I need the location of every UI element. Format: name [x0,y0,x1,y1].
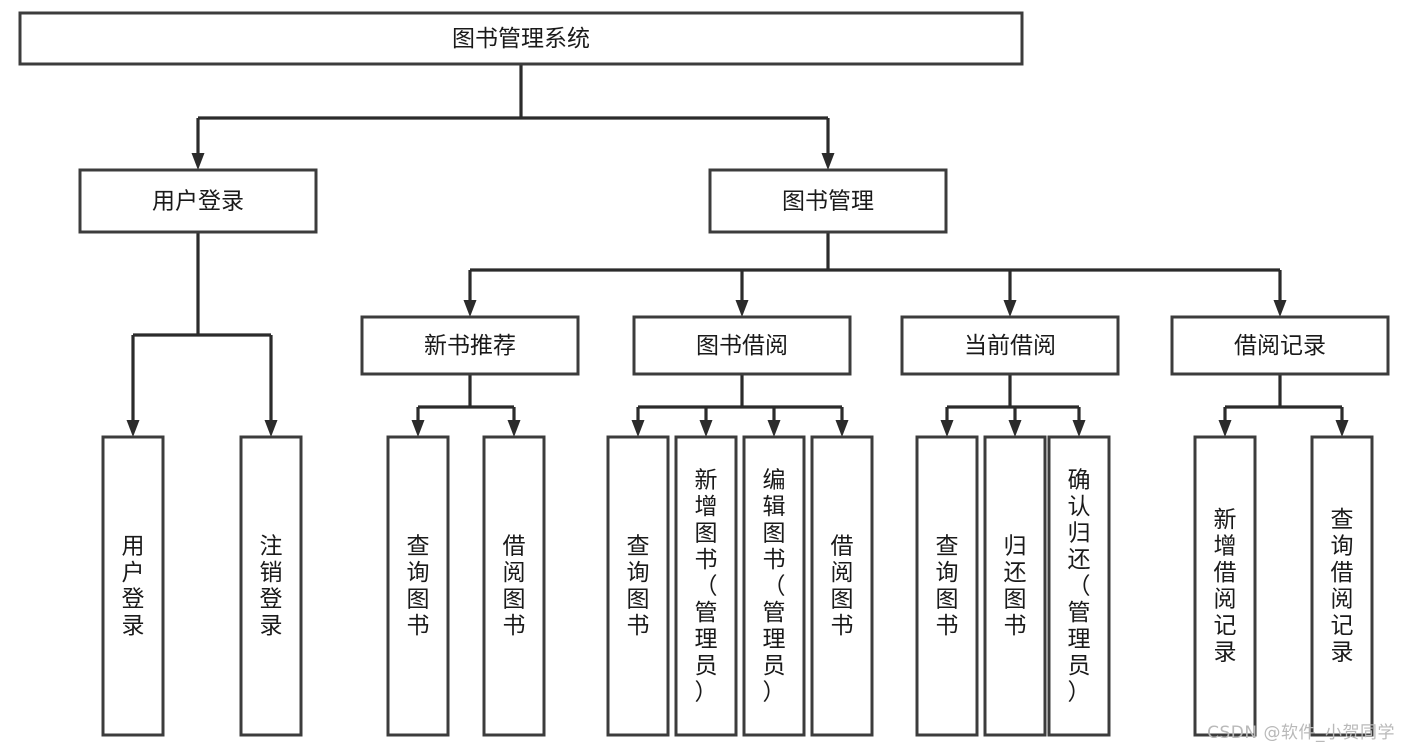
node-box [1310,435,1374,737]
node-box [101,435,165,737]
node-leaf-nb-query[interactable]: 查询图书 [386,435,450,737]
arrow-head-icon [191,153,205,170]
node-leaf-rec-query[interactable]: 查询借阅记录 [1310,435,1374,737]
node-label: 新增借阅记录 [1214,507,1237,666]
arrow-head-icon [767,420,781,437]
arrow-head-icon [940,420,954,437]
node-label: 编辑图书（管理员） [763,467,786,705]
node-l2-current[interactable]: 当前借阅 [900,315,1120,376]
arrow-head-icon [1003,300,1017,317]
node-leaf-bw-add[interactable]: 新增图书（管理员） [674,435,738,737]
node-l2-borrow[interactable]: 图书借阅 [632,315,852,376]
node-layer: 图书管理系统用户登录图书管理新书推荐图书借阅当前借阅借阅记录用户登录注销登录查询… [18,11,1390,737]
arrow-head-icon [1072,420,1086,437]
node-label: 借阅图书 [503,534,526,640]
node-box [674,435,738,737]
arrow-head-icon [735,300,749,317]
node-label: 当前借阅 [964,333,1056,359]
node-label: 借阅记录 [1234,333,1326,359]
node-box [18,11,1024,66]
arrow-head-icon [126,420,140,437]
node-leaf-user-login[interactable]: 用户登录 [101,435,165,737]
arrow-head-icon [821,153,835,170]
node-box [1047,435,1111,737]
node-leaf-bw-borrow[interactable]: 借阅图书 [810,435,874,737]
arrow-head-icon [264,420,278,437]
node-box [78,168,318,234]
arrow-head-icon [699,420,713,437]
node-l2-new-book[interactable]: 新书推荐 [360,315,580,376]
node-label: 图书管理系统 [452,26,590,52]
node-leaf-cur-return[interactable]: 归还图书 [983,435,1047,737]
node-root[interactable]: 图书管理系统 [18,11,1024,66]
arrow-head-icon [835,420,849,437]
node-label: 查询借阅记录 [1331,507,1354,666]
node-label: 查询图书 [936,534,959,640]
node-box [983,435,1047,737]
arrow-head-icon [1008,420,1022,437]
node-box [810,435,874,737]
node-label: 归还图书 [1004,534,1027,640]
node-label: 图书管理 [782,189,874,215]
node-leaf-cur-confirm[interactable]: 确认归还（管理员） [1047,435,1111,737]
node-label: 确认归还（管理员） [1068,467,1091,705]
node-label: 新书推荐 [424,333,516,359]
node-label: 查询图书 [627,534,650,640]
node-label: 新增图书（管理员） [695,467,718,705]
node-leaf-cur-query[interactable]: 查询图书 [915,435,979,737]
node-l2-records[interactable]: 借阅记录 [1170,315,1390,376]
node-l1-book-manage[interactable]: 图书管理 [708,168,948,234]
arrow-head-icon [1273,300,1287,317]
node-leaf-rec-add[interactable]: 新增借阅记录 [1193,435,1257,737]
node-box [360,315,580,376]
arrow-head-icon [463,300,477,317]
node-label: 用户登录 [122,534,145,640]
node-box [900,315,1120,376]
node-box [708,168,948,234]
node-box [239,435,303,737]
node-box [632,315,852,376]
node-box [606,435,670,737]
node-box [386,435,450,737]
node-leaf-bw-edit[interactable]: 编辑图书（管理员） [742,435,806,737]
node-l1-user-login[interactable]: 用户登录 [78,168,318,234]
node-box [915,435,979,737]
node-box [1193,435,1257,737]
node-leaf-logout[interactable]: 注销登录 [239,435,303,737]
node-box [482,435,546,737]
node-box [742,435,806,737]
node-label: 图书借阅 [696,333,788,359]
node-box [1170,315,1390,376]
node-label: 注销登录 [260,534,283,640]
node-leaf-bw-query[interactable]: 查询图书 [606,435,670,737]
arrow-head-icon [507,420,521,437]
arrow-head-icon [1335,420,1349,437]
arrow-head-icon [1218,420,1232,437]
arrow-head-icon [411,420,425,437]
node-label: 查询图书 [407,534,430,640]
node-label: 用户登录 [152,189,244,215]
arrow-head-icon [631,420,645,437]
connector-layer [126,64,1349,437]
node-label: 借阅图书 [831,534,854,640]
node-leaf-nb-borrow[interactable]: 借阅图书 [482,435,546,737]
